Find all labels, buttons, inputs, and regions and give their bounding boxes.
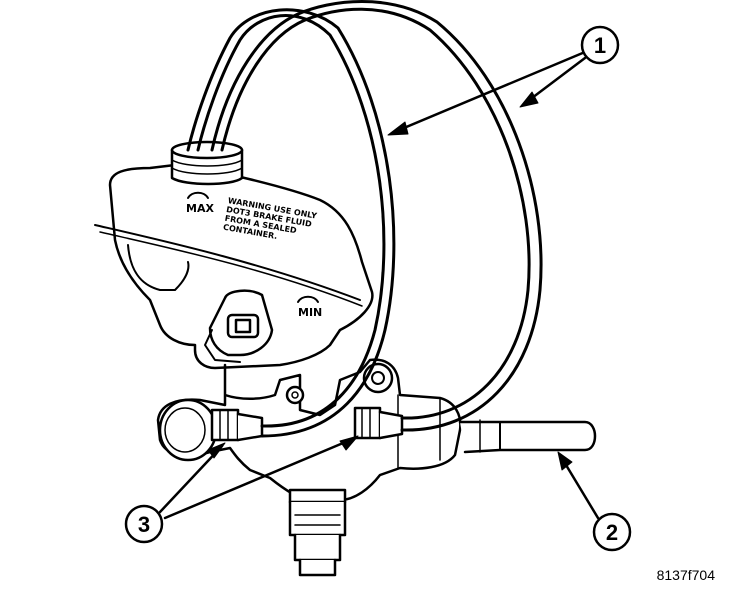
pushrod	[458, 419, 597, 454]
right-tube-fitting	[353, 406, 404, 440]
callout-2-circle	[592, 512, 632, 552]
min-arch-icon	[297, 295, 319, 303]
left-tube-fitting	[210, 408, 264, 442]
max-label: MAX	[186, 202, 214, 215]
fluid-reservoir	[94, 140, 374, 370]
callout-3-circle	[124, 504, 164, 544]
callout-1-circle	[580, 25, 620, 65]
callout-3-label: 3	[138, 512, 150, 537]
tube-to-cap	[210, 12, 307, 152]
master-cylinder-body	[156, 358, 462, 577]
figure-reference: 8137f704	[657, 567, 716, 583]
callout-1-label: 1	[594, 33, 606, 58]
bleed-tube-outer	[296, 0, 543, 432]
arrowheads	[207, 91, 573, 471]
min-label: MIN	[298, 306, 322, 319]
callout-2-label: 2	[606, 520, 618, 545]
max-arch-icon	[187, 191, 209, 199]
bleed-tube-inner	[186, 8, 396, 438]
